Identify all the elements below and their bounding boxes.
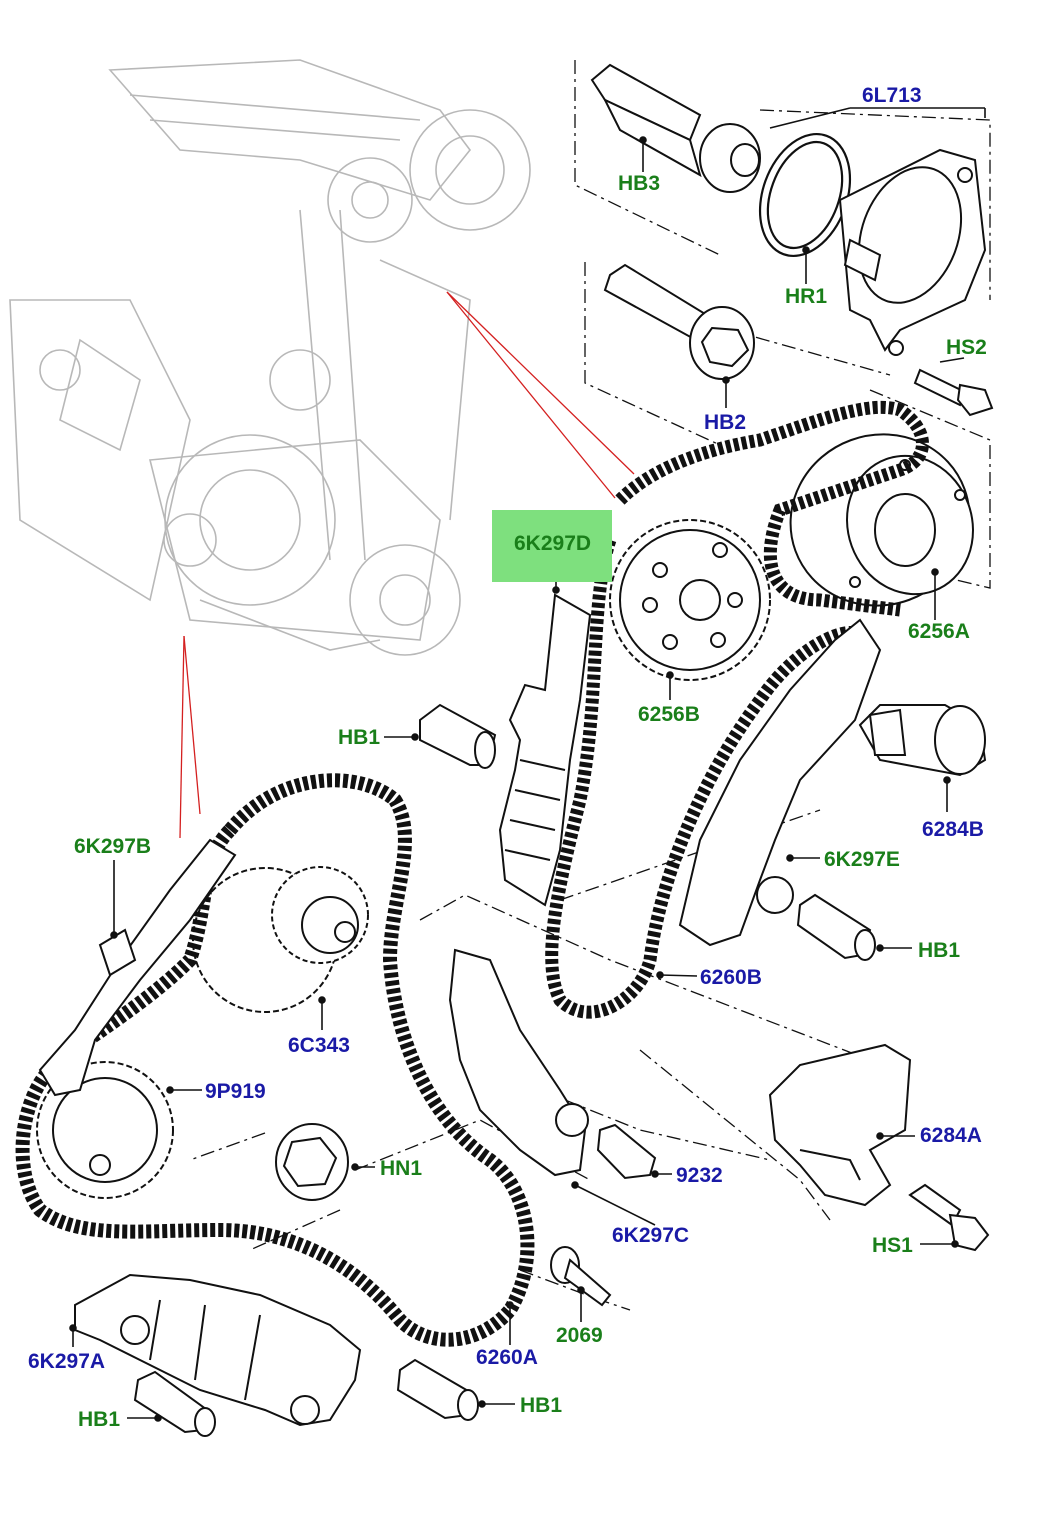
label-hs2: HS2 <box>946 336 987 359</box>
label-6284b: 6284B <box>922 818 984 841</box>
label-6k297d: 6K297D <box>514 532 592 555</box>
engine-context-ghost <box>9 59 531 656</box>
label-hr1: HR1 <box>785 285 828 308</box>
label-hb1-c: HB1 <box>78 1408 121 1431</box>
bolt-2069-part <box>550 1246 612 1307</box>
guide-6k297b-part <box>38 838 237 1097</box>
sprocket-9p919-part <box>36 1061 174 1199</box>
label-9p919: 9P919 <box>205 1080 266 1103</box>
hb1-bolt-b-part <box>796 893 876 961</box>
label-hb1-a: HB1 <box>338 726 381 749</box>
hb2-bolt-part <box>603 263 755 380</box>
label-6k297e: 6K297E <box>824 848 900 871</box>
hs1-bolt-part <box>908 1183 990 1252</box>
label-6c343: 6C343 <box>288 1034 350 1057</box>
label-6l713: 6L713 <box>862 84 922 107</box>
red-leader-lines <box>179 291 635 839</box>
tensioner-6284b-part <box>858 704 987 777</box>
label-6260a: 6260A <box>476 1346 538 1369</box>
label-hb1-d: HB1 <box>520 1394 563 1417</box>
label-6k297a: 6K297A <box>28 1350 106 1373</box>
highlight-6k297d <box>492 510 612 582</box>
cam-chain-upper <box>615 400 929 617</box>
hs2-bolt-part <box>913 368 994 417</box>
label-hs1: HS1 <box>872 1234 913 1257</box>
chain-6260a <box>15 773 535 1347</box>
sprocket-6c343-part <box>192 866 369 1013</box>
pin-9232-part <box>596 1123 657 1180</box>
l713-cover-part <box>838 148 987 356</box>
label-6k297c: 6K297C <box>612 1224 690 1247</box>
label-2069: 2069 <box>556 1324 603 1347</box>
hb1-bolt-c-part <box>133 1370 216 1437</box>
chain-6260b <box>545 537 867 1019</box>
label-hb3: HB3 <box>618 172 661 195</box>
label-6256a: 6256A <box>908 620 970 643</box>
label-6260b: 6260B <box>700 966 762 989</box>
label-hb2: HB2 <box>704 411 747 434</box>
guide-6k297c-part <box>448 948 589 1177</box>
guide-6k297a-part <box>74 1273 362 1427</box>
hb3-plunger-part <box>590 63 761 193</box>
label-hb1-b: HB1 <box>918 939 961 962</box>
label-hn1: HN1 <box>380 1157 423 1180</box>
hn1-nut-part <box>275 1123 349 1201</box>
guide-6k297e-part <box>678 618 882 947</box>
label-leader-lines <box>69 107 986 1422</box>
label-6256b: 6256B <box>638 703 700 726</box>
tensioner-6284a-part <box>768 1043 912 1207</box>
label-6284a: 6284A <box>920 1124 982 1147</box>
guide-6k297d-part <box>498 593 592 907</box>
vvt-6256a-part <box>789 433 974 607</box>
sprocket-6256b-part <box>609 519 771 681</box>
hb1-bolt-a-part <box>419 703 497 769</box>
label-9232: 9232 <box>676 1164 723 1187</box>
hb1-bolt-d-part <box>396 1358 479 1421</box>
label-6k297b: 6K297B <box>74 835 152 858</box>
